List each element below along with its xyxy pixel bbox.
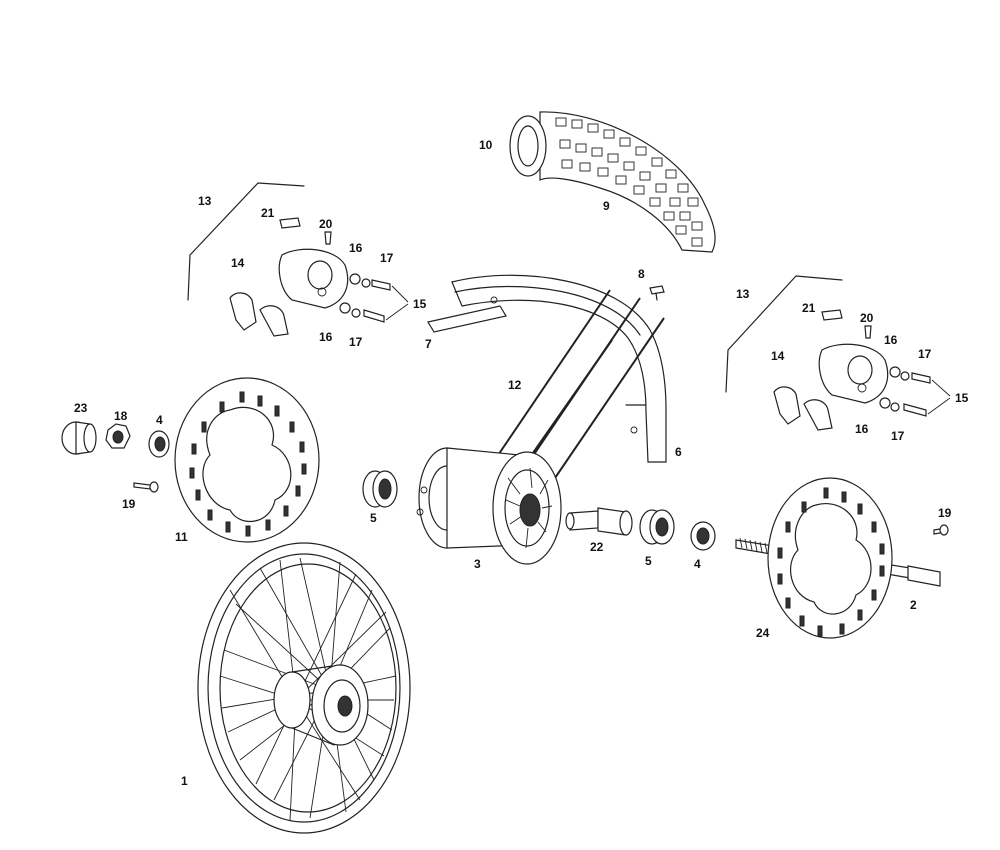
callout-17-right-top: 17 bbox=[918, 347, 932, 361]
tyre bbox=[509, 111, 716, 253]
callout-17-left-bottom: 17 bbox=[349, 335, 363, 349]
callout-7: 7 bbox=[425, 337, 432, 351]
callout-3: 3 bbox=[474, 557, 481, 571]
callout-4-left: 4 bbox=[156, 413, 163, 427]
brake-disc-24 bbox=[767, 477, 893, 639]
callout-15-right: 15 bbox=[955, 391, 969, 405]
callout-17-right-bottom: 17 bbox=[891, 429, 905, 443]
callout-9: 9 bbox=[603, 199, 610, 213]
wheel bbox=[197, 542, 411, 834]
callout-20-left: 20 bbox=[319, 217, 333, 231]
callout-13-left: 13 bbox=[198, 194, 212, 208]
callout-4-right: 4 bbox=[694, 557, 701, 571]
mudguard bbox=[427, 274, 667, 463]
bolt-19-left bbox=[133, 481, 159, 493]
callout-11: 11 bbox=[175, 530, 188, 544]
callout-10: 10 bbox=[479, 138, 493, 152]
callout-16-right-bottom: 16 bbox=[855, 422, 869, 436]
callout-12: 12 bbox=[508, 378, 522, 392]
cap-23 bbox=[61, 421, 97, 455]
callout-16-left-bottom: 16 bbox=[319, 330, 333, 344]
bearing-5-left bbox=[362, 470, 398, 508]
callout-16-left-top: 16 bbox=[349, 241, 363, 255]
callout-labels: 1 2 3 4 4 5 5 6 7 8 9 10 11 12 13 13 14 … bbox=[74, 138, 969, 788]
callout-13-right: 13 bbox=[736, 287, 750, 301]
callout-19-left: 19 bbox=[122, 497, 136, 511]
callout-17-left-top: 17 bbox=[380, 251, 394, 265]
hub bbox=[416, 447, 562, 565]
callout-24: 24 bbox=[756, 626, 770, 640]
spacer-22 bbox=[565, 507, 633, 536]
callout-5-left: 5 bbox=[370, 511, 377, 525]
bearing-5-right bbox=[639, 509, 675, 545]
brake-disc-11 bbox=[174, 377, 320, 543]
callout-2: 2 bbox=[910, 598, 917, 612]
nut-18 bbox=[105, 423, 131, 449]
callout-5-right: 5 bbox=[645, 554, 652, 568]
callout-18: 18 bbox=[114, 409, 128, 423]
bolt-19-right bbox=[933, 524, 949, 536]
callout-1: 1 bbox=[181, 774, 188, 788]
caliper-group-right bbox=[725, 275, 951, 431]
callout-14-right: 14 bbox=[771, 349, 785, 363]
callout-21-right: 21 bbox=[802, 301, 816, 315]
seal-4-right bbox=[690, 521, 716, 551]
callout-20-right: 20 bbox=[860, 311, 874, 325]
callout-19-right: 19 bbox=[938, 506, 952, 520]
callout-21-left: 21 bbox=[261, 206, 275, 220]
callout-23: 23 bbox=[74, 401, 88, 415]
callout-15-left: 15 bbox=[413, 297, 427, 311]
callout-16-right-top: 16 bbox=[884, 333, 898, 347]
caliper-group-left bbox=[187, 182, 409, 337]
callout-14-left: 14 bbox=[231, 256, 245, 270]
callout-8: 8 bbox=[638, 267, 645, 281]
bolt-8 bbox=[649, 285, 665, 301]
callout-6: 6 bbox=[675, 445, 682, 459]
callout-22: 22 bbox=[590, 540, 604, 554]
seal-4-left bbox=[148, 430, 170, 458]
